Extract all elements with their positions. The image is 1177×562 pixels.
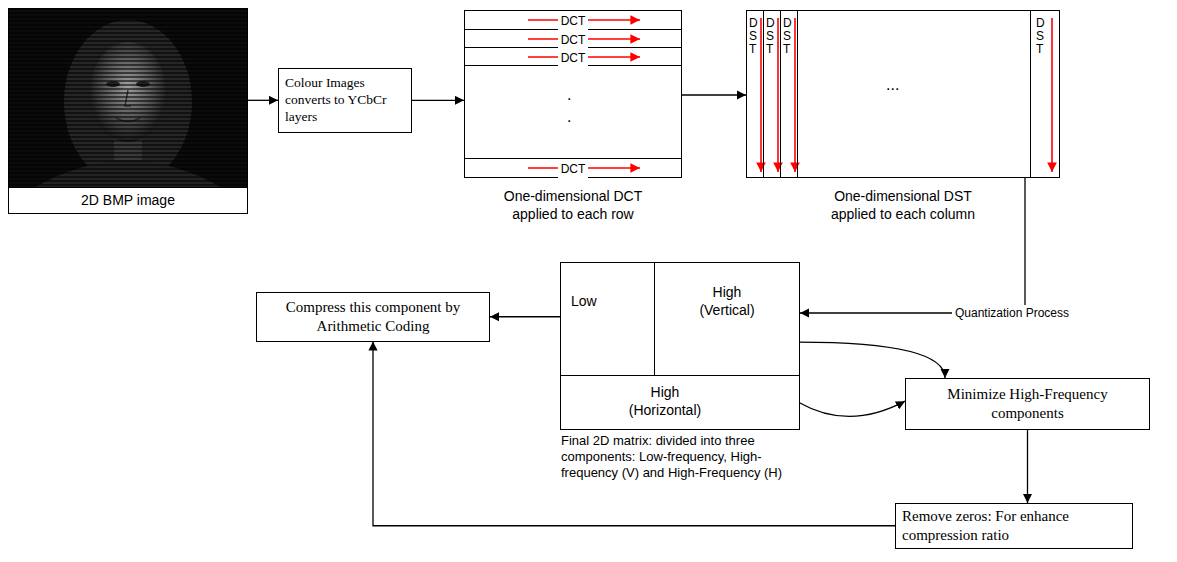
dst-column: DST	[1030, 11, 1059, 177]
dct-row: DCT	[465, 11, 681, 30]
flow-arrow	[682, 94, 746, 95]
node-text: DST	[1036, 17, 1048, 57]
matrix-region: High (Vertical)	[655, 263, 799, 376]
flow-arrow	[799, 401, 905, 416]
node-text: 2D BMP image	[9, 187, 247, 213]
dct-row: DCT	[465, 30, 681, 48]
dct-row: DCT	[465, 158, 681, 177]
dct-row: DCT	[465, 48, 681, 66]
matrix-region: Low	[561, 263, 655, 376]
node-text: DST	[749, 17, 761, 57]
node-text: Remove zeros: For enhance compression ra…	[902, 507, 1126, 545]
face-photo	[9, 9, 247, 188]
node-text: Compress this component by Arithmetic Co…	[261, 298, 485, 336]
flow-arrow	[490, 316, 561, 317]
node-text: DCT	[558, 32, 589, 49]
flow-arrow	[248, 100, 278, 101]
ellipsis-label: .	[567, 86, 571, 104]
image-box: 2D BMP image	[8, 8, 248, 214]
process-box: Compress this component by Arithmetic Co…	[256, 292, 490, 342]
node-text: One-dimensional DCT applied to each row	[488, 187, 658, 223]
node-text: Colour Images converts to YCbCr layers	[285, 75, 405, 126]
dst-column: DST	[747, 11, 764, 177]
photo-stripes	[9, 9, 247, 188]
node-text: Final 2D matrix: divided into three comp…	[561, 433, 811, 481]
dct-block: One-dimensional DCT applied to each rowD…	[464, 10, 682, 178]
edge-label: Quantization Process	[952, 305, 1072, 322]
ellipsis-label: ...	[886, 76, 899, 94]
ellipsis-label: .	[567, 108, 571, 126]
flow-arrow	[1027, 430, 1028, 504]
flow-arrow	[412, 100, 464, 101]
process-box: Remove zeros: For enhance compression ra…	[895, 503, 1133, 549]
flow-arrow	[800, 178, 1025, 313]
dst-column: DST	[764, 11, 781, 177]
dst-column: DST	[781, 11, 798, 177]
column-arrow	[777, 18, 779, 172]
node-text: DCT	[558, 50, 589, 67]
matrix-block: Final 2D matrix: divided into three comp…	[560, 262, 800, 430]
node-text: High (Horizontal)	[620, 383, 710, 419]
node-text: DCT	[558, 12, 589, 30]
node-text: DCT	[558, 160, 589, 178]
dst-block: One-dimensional DST applied to each colu…	[746, 10, 1060, 178]
process-box: Colour Images converts to YCbCr layers	[278, 68, 412, 133]
flow-arrow	[373, 342, 895, 526]
node-text: High (Vertical)	[690, 283, 765, 319]
node-text: Low	[571, 293, 654, 310]
node-text: Minimize High-Frequency components	[910, 385, 1145, 423]
column-arrow	[794, 18, 796, 172]
photo-ground	[9, 9, 247, 188]
node-text: DST	[783, 17, 795, 57]
column-arrow	[1051, 18, 1053, 172]
process-box: Minimize High-Frequency components	[905, 378, 1150, 430]
node-text: DST	[766, 17, 778, 57]
node-text: One-dimensional DST applied to each colu…	[818, 187, 988, 223]
matrix-region: High (Horizontal)	[561, 376, 799, 429]
flow-arrow	[799, 342, 945, 378]
column-arrow	[760, 18, 762, 172]
